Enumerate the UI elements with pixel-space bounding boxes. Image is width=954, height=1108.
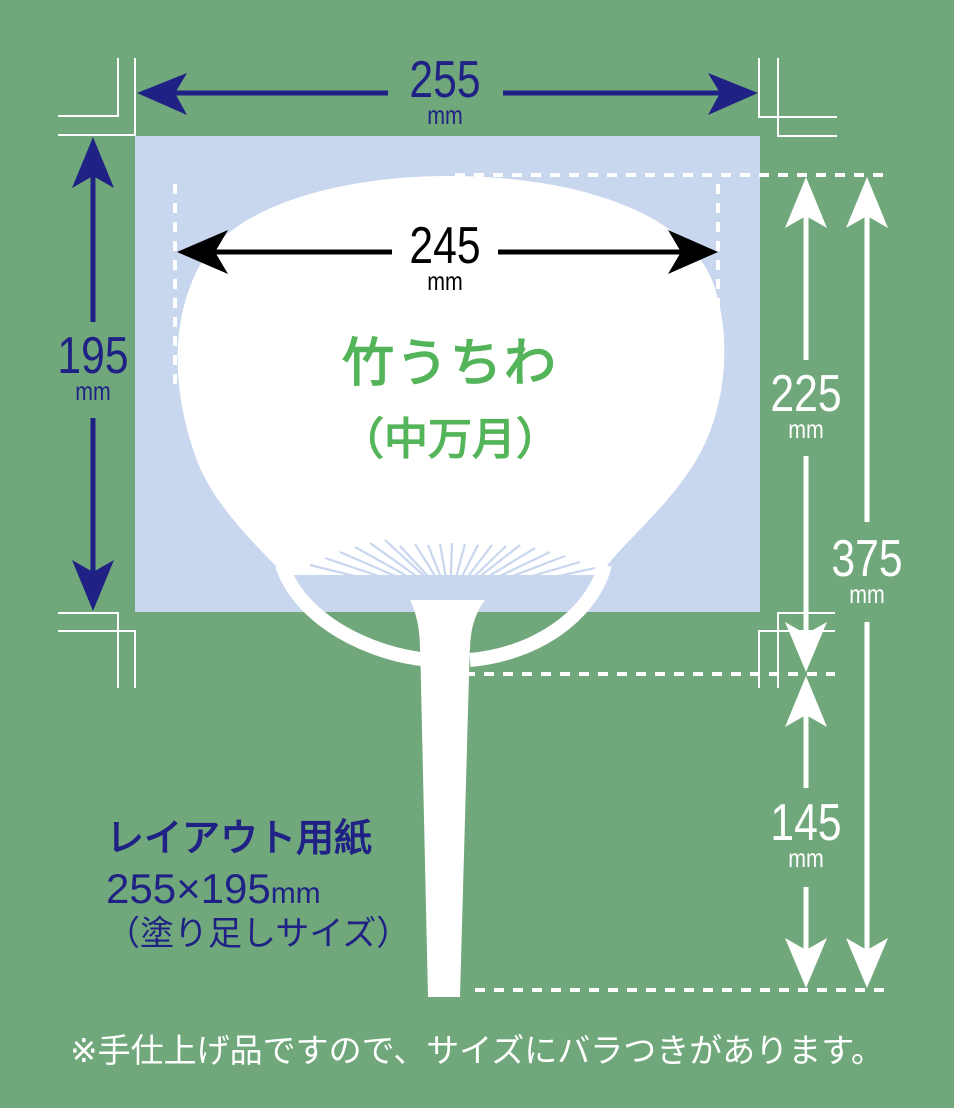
height-145-arrow xyxy=(785,676,827,988)
dimension-unit: mm xyxy=(427,266,463,296)
height-225-label: 225 mm xyxy=(756,368,856,442)
fan-guide-lines xyxy=(173,173,890,992)
dimension-value: 145 xyxy=(770,794,842,852)
fan-shape xyxy=(177,176,725,997)
width-255-label: 255 mm xyxy=(395,54,495,128)
layout-paper-size: 255×195mm xyxy=(106,864,410,912)
dimension-value: 195 xyxy=(57,327,129,385)
dimension-unit: mm xyxy=(788,414,824,444)
dimension-value: 255 xyxy=(409,51,481,109)
dimension-value: 225 xyxy=(770,365,842,423)
footer-note: ※手仕上げ品ですので、サイズにバラつきがあります。 xyxy=(69,1031,885,1070)
dimension-unit: mm xyxy=(849,579,885,609)
height-225-arrow xyxy=(785,177,827,672)
height-145-label: 145 mm xyxy=(756,797,856,871)
layout-paper-title: レイアウト用紙 xyxy=(106,816,373,860)
width-245-arrow xyxy=(177,230,718,274)
layout-paper-note: （塗り足しサイズ） xyxy=(106,913,411,954)
height-195-label: 195 mm xyxy=(43,330,143,404)
dimension-value: 375 xyxy=(831,530,903,588)
dimension-unit: mm xyxy=(427,100,463,130)
crop-marks xyxy=(58,58,837,688)
dimension-unit: mm xyxy=(75,376,111,406)
layout-paper-info: レイアウト用紙 255×195mm （塗り足しサイズ） xyxy=(106,816,411,954)
height-375-arrow xyxy=(846,177,888,988)
height-375-label: 375 mm xyxy=(817,533,917,607)
size-value: 255×195 xyxy=(106,864,271,912)
fan-title: 竹うちわ xyxy=(341,334,558,394)
height-195-arrow xyxy=(72,137,114,611)
width-255-arrow xyxy=(137,73,758,115)
width-245-label: 245 mm xyxy=(395,220,495,294)
fan-subtitle: （中万月） xyxy=(340,414,560,465)
dimension-value: 245 xyxy=(409,217,481,275)
dimension-unit: mm xyxy=(788,843,824,873)
size-unit: mm xyxy=(270,876,321,910)
